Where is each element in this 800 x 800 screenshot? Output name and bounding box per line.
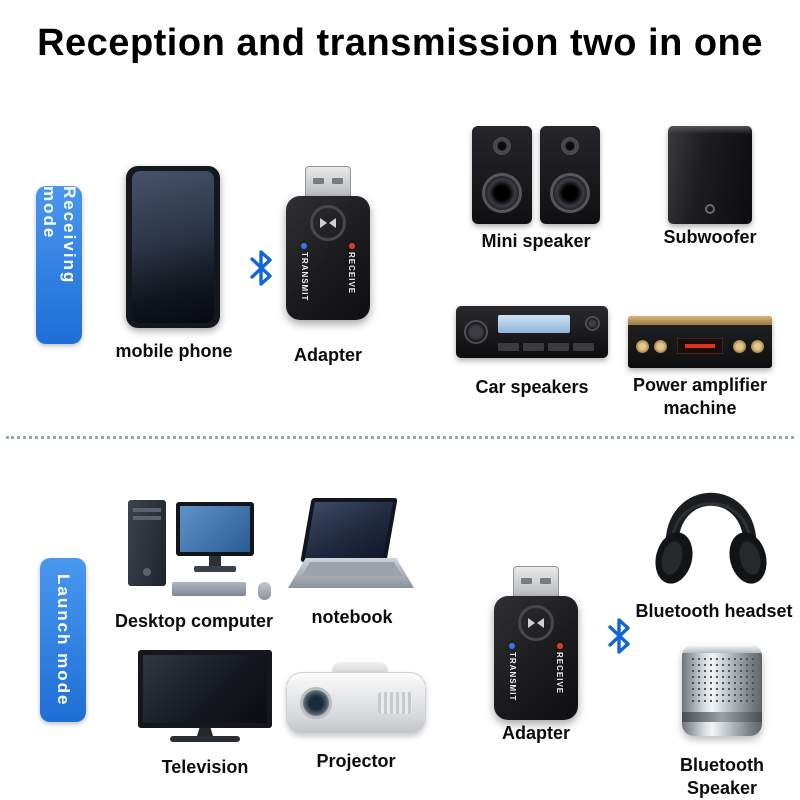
keyboard — [172, 582, 246, 596]
label-projector: Projector — [316, 751, 396, 771]
label-bluetooth-speaker: Bluetooth Speaker — [680, 755, 764, 798]
monitor-base — [194, 566, 236, 572]
mouse — [258, 582, 271, 600]
label-adapter: Adapter — [293, 345, 362, 365]
projector-lens — [300, 687, 332, 719]
bluetooth-icon — [608, 618, 630, 654]
car-stereo-image — [456, 306, 608, 358]
subwoofer-emblem — [705, 204, 715, 214]
label-subwoofer: Subwoofer — [663, 227, 757, 247]
notebook-screen-panel — [305, 502, 393, 558]
stereo-knob — [464, 320, 488, 344]
adapter-logo-icon — [320, 218, 336, 228]
tweeter — [561, 137, 579, 155]
usb-adapter-image: RECEIVE TRANSMIT — [494, 566, 578, 720]
transmit-label: TRANSMIT — [300, 252, 309, 302]
woofer — [482, 173, 522, 213]
label-adapter: Adapter — [501, 723, 570, 743]
subwoofer-top-edge — [668, 126, 752, 134]
tv-frame — [138, 650, 272, 728]
receive-label: RECEIVE — [555, 652, 564, 695]
amplifier-knob — [636, 340, 649, 353]
receive-label: RECEIVE — [347, 252, 356, 295]
projector-vents — [378, 692, 412, 714]
bluetooth-speaker-image — [682, 646, 762, 736]
pc-monitor — [176, 502, 254, 556]
usb-slot — [540, 578, 551, 584]
tv-screen — [143, 655, 267, 723]
label-mini-speaker: Mini speaker — [481, 231, 591, 251]
label-power-amplifier: Power amplifier machine — [632, 375, 768, 418]
woofer — [550, 173, 590, 213]
amplifier-led — [685, 344, 715, 348]
label-mobile-phone: mobile phone — [115, 341, 233, 361]
page-title: Reception and transmission two in one — [37, 22, 763, 64]
stereo-small-knob — [585, 316, 600, 331]
stereo-display — [498, 315, 570, 333]
desktop-computer-image — [110, 496, 278, 602]
label-bluetooth-headset: Bluetooth headset — [635, 601, 793, 621]
launch-mode-banner: Launch mode — [40, 558, 86, 722]
usb-slot — [313, 178, 324, 184]
label-notebook: notebook — [311, 607, 393, 627]
usb-plug — [513, 566, 559, 596]
adapter-logo-ring — [310, 205, 346, 241]
speaker-band — [682, 712, 762, 722]
mini-speaker-image — [472, 126, 600, 224]
projector-image — [286, 660, 426, 746]
adapter-body: RECEIVE TRANSMIT — [286, 196, 370, 320]
notebook-image — [286, 498, 418, 598]
tweeter — [493, 137, 511, 155]
label-desktop-computer: Desktop computer — [114, 611, 274, 631]
notebook-keyboard — [302, 562, 402, 576]
amplifier-knob — [751, 340, 764, 353]
drive-bay — [133, 516, 161, 520]
phone-screen — [132, 171, 214, 323]
amplifier-top-strip — [628, 316, 772, 325]
stereo-buttons — [498, 343, 594, 351]
label-television: Television — [161, 757, 249, 777]
label-car-speakers: Car speakers — [475, 377, 589, 397]
pc-screen — [180, 506, 250, 552]
tv-neck — [197, 728, 213, 736]
mobile-phone-image — [126, 166, 220, 328]
amplifier-knob — [733, 340, 746, 353]
monitor-stand — [209, 556, 221, 566]
adapter-body: RECEIVE TRANSMIT — [494, 596, 578, 720]
speaker-grille — [690, 656, 754, 702]
amplifier-knob — [654, 340, 667, 353]
usb-plug — [305, 166, 351, 196]
stereo-button — [548, 343, 569, 351]
speaker-box-left — [472, 126, 532, 224]
subwoofer-image — [668, 126, 752, 224]
television-image — [138, 650, 272, 746]
usb-adapter-image: RECEIVE TRANSMIT — [286, 166, 370, 320]
power-button — [143, 568, 151, 576]
transmit-led — [301, 243, 307, 249]
usb-slot — [521, 578, 532, 584]
adapter-logo-icon — [528, 618, 544, 628]
speaker-top-edge — [682, 646, 762, 653]
bluetooth-headset-image — [655, 492, 767, 584]
bluetooth-icon — [250, 250, 272, 286]
power-amplifier-image — [628, 316, 772, 368]
stereo-button — [573, 343, 594, 351]
receive-led — [349, 243, 355, 249]
transmit-label: TRANSMIT — [508, 652, 517, 702]
transmit-led — [509, 643, 515, 649]
tv-base — [170, 736, 240, 742]
amplifier-display — [677, 338, 723, 354]
speaker-box-right — [540, 126, 600, 224]
adapter-logo-ring — [518, 605, 554, 641]
usb-slot — [332, 178, 343, 184]
drive-bay — [133, 508, 161, 512]
section-divider — [6, 436, 794, 439]
notebook-screen — [300, 498, 398, 562]
receive-led — [557, 643, 563, 649]
pc-tower — [128, 500, 166, 586]
stereo-button — [498, 343, 519, 351]
stereo-button — [523, 343, 544, 351]
receiving-mode-banner: Receiving mode — [36, 186, 82, 344]
